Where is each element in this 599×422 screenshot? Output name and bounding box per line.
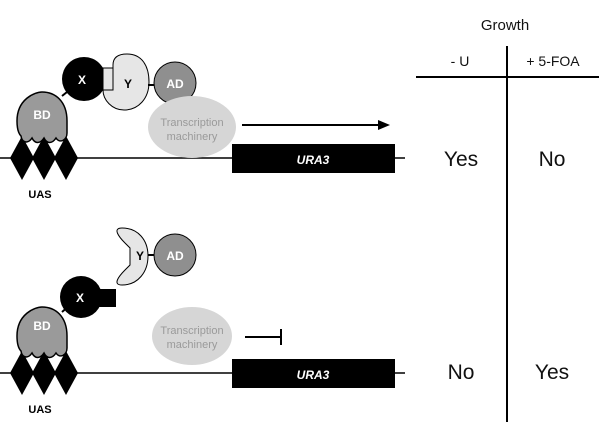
row2-plus-5foa-value: Yes <box>535 361 569 384</box>
growth-header: Growth <box>481 17 529 34</box>
bottom-y-label: Y <box>136 249 144 263</box>
bottom-transcription-label-line1: Transcription <box>160 325 223 337</box>
top-x-label: X <box>78 73 86 87</box>
bottom-uas-label: UAS <box>28 404 51 416</box>
top-transcription-label-line2: machinery <box>167 131 218 143</box>
top-y-protein <box>102 53 150 111</box>
bottom-panel: UAS BD X Y AD Transcription machinery UR… <box>0 227 405 416</box>
top-uas-diamond-2 <box>32 136 56 180</box>
bottom-x-bait-tab <box>94 289 116 307</box>
bottom-uas-diamond-1 <box>10 351 34 395</box>
row1-plus-5foa-value: No <box>539 148 566 171</box>
growth-table: Growth - U + 5-FOA Yes No No Yes <box>416 17 599 422</box>
row1-minus-u-value: Yes <box>444 148 478 171</box>
top-bd-domain <box>16 91 68 144</box>
bottom-uas-diamond-2 <box>32 351 56 395</box>
bottom-x-protein <box>60 276 102 318</box>
top-ura3-label: URA3 <box>297 153 330 167</box>
bottom-ad-domain <box>153 233 197 277</box>
top-ad-label: AD <box>166 77 184 91</box>
bottom-uas-diamonds <box>10 351 78 395</box>
column-minus-u: - U <box>451 53 470 69</box>
bottom-ura3-label: URA3 <box>297 368 330 382</box>
bottom-transcription-label-line2: machinery <box>167 339 218 351</box>
bottom-transcription-machinery <box>152 307 232 365</box>
top-y-pocket <box>102 67 114 91</box>
top-uas-label: UAS <box>28 189 51 201</box>
bottom-uas-diamond-3 <box>54 351 78 395</box>
top-y-label: Y <box>124 77 132 91</box>
column-plus-5foa: + 5-FOA <box>526 53 580 69</box>
top-x-protein <box>62 57 106 101</box>
bottom-bd-domain <box>16 306 68 359</box>
top-uas-diamonds <box>10 136 78 180</box>
top-transcription-arrowhead <box>378 120 390 130</box>
bottom-ad-label: AD <box>166 249 184 263</box>
top-transcription-machinery <box>148 96 236 158</box>
bottom-ura3-gene <box>232 359 395 388</box>
top-transcription-label-line1: Transcription <box>160 117 223 129</box>
top-uas-diamond-3 <box>54 136 78 180</box>
top-ura3-gene <box>232 144 395 173</box>
top-uas-diamond-1 <box>10 136 34 180</box>
bottom-y-protein <box>116 227 149 286</box>
row2-minus-u-value: No <box>448 361 475 384</box>
bottom-x-label: X <box>76 291 84 305</box>
top-panel: UAS BD X Y AD Transcription machinery UR… <box>0 53 405 201</box>
top-bd-label: BD <box>33 108 51 122</box>
bottom-bd-label: BD <box>33 319 51 333</box>
